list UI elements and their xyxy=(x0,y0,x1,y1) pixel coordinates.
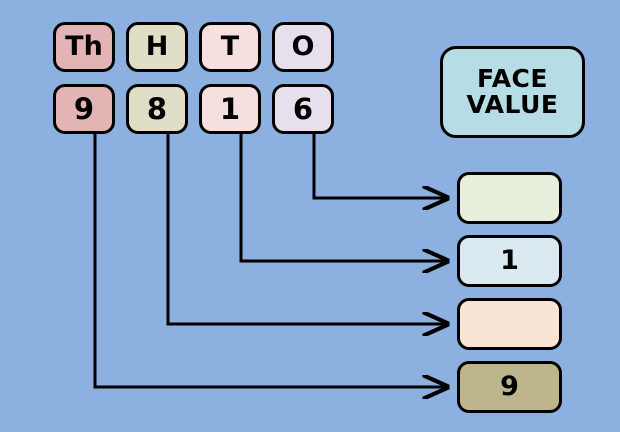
connector-tens-to-box-2 xyxy=(239,134,448,261)
face-value-result-box-thousands-value: 9 xyxy=(500,370,519,402)
digit-cell-tens[interactable]: 1 xyxy=(199,84,261,134)
digit-cell-ones-value: 6 xyxy=(292,91,314,126)
place-header-hundreds[interactable]: H xyxy=(126,22,188,72)
place-header-thousands-label: Th xyxy=(65,30,103,62)
place-header-tens[interactable]: T xyxy=(199,22,261,72)
digit-cell-tens-value: 1 xyxy=(219,91,241,126)
place-header-hundreds-label: H xyxy=(145,30,169,62)
face-value-title-line-2: VALUE xyxy=(466,90,559,119)
digit-cell-ones[interactable]: 6 xyxy=(272,84,334,134)
connector-hundreds-to-box-3 xyxy=(166,134,448,324)
digit-cell-thousands[interactable]: 9 xyxy=(53,84,115,134)
place-header-thousands[interactable]: Th xyxy=(53,22,115,72)
place-header-ones-label: O xyxy=(291,30,315,62)
face-value-title-line-1: FACE xyxy=(477,63,548,93)
face-value-result-box-thousands[interactable]: 9 xyxy=(457,361,562,413)
face-value-result-box-tens[interactable]: 1 xyxy=(457,235,562,287)
face-value-result-box-ones[interactable] xyxy=(457,172,562,224)
digit-cell-hundreds[interactable]: 8 xyxy=(126,84,188,134)
digit-cell-thousands-value: 9 xyxy=(73,91,95,126)
connector-thousands-to-box-4 xyxy=(93,134,448,387)
place-header-ones[interactable]: O xyxy=(272,22,334,72)
place-header-tens-label: T xyxy=(220,30,240,62)
face-value-result-box-hundreds[interactable] xyxy=(457,298,562,350)
connector-ones-to-box-1 xyxy=(312,134,448,198)
face-value-result-box-tens-value: 1 xyxy=(500,244,519,276)
face-value-panel: FACE VALUE xyxy=(440,46,585,138)
digit-cell-hundreds-value: 8 xyxy=(146,91,168,126)
